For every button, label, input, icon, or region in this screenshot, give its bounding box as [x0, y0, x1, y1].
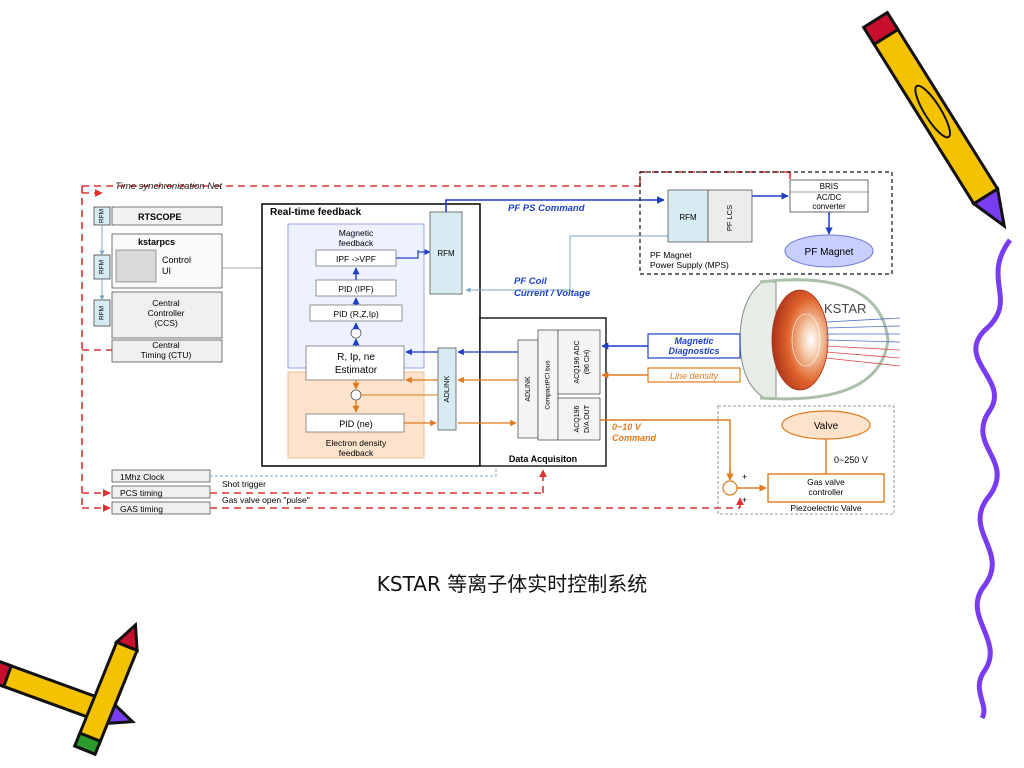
rfm-label: RFM	[99, 306, 106, 320]
data-acquisition-block: Data Acquisiton ADLINK CompactPCI bus AC…	[457, 317, 607, 467]
kstarpcs-label: kstarpcs	[138, 237, 175, 247]
mps-line: Power Supply (MPS)	[650, 260, 729, 270]
realtime-feedback-title: Real-time feedback	[270, 207, 362, 218]
adc-line: ACQ196 ADC	[574, 340, 581, 383]
kstar-label: KSTAR	[824, 301, 866, 316]
cmd-line: Command	[612, 433, 657, 443]
magdiag-line: Diagnostics	[668, 346, 719, 356]
data-acquisition-title: Data Acquisiton	[509, 454, 577, 464]
ccs-line: (CCS)	[154, 318, 178, 328]
pcs-timing-label: PCS timing	[120, 488, 163, 498]
pencil-icon	[72, 621, 140, 757]
pid-ipf-label: PID (IPF)	[338, 284, 374, 294]
pfcoil-line: PF Coil	[514, 276, 547, 287]
ctrlui-line: UI	[162, 266, 171, 276]
kstar-tokamak: KSTAR	[739, 278, 901, 401]
acdc-line: AC/DC	[817, 193, 842, 202]
gas-valve-pulse-label: Gas valve open "pulse"	[222, 495, 310, 505]
ipf-vpf-label: IPF ->VPF	[336, 254, 376, 264]
rfm-label: RFM	[437, 249, 455, 258]
gvc-line: controller	[809, 487, 844, 497]
voltage-label: 0~250 V	[834, 455, 868, 465]
magdiag-line: Magnetic	[674, 336, 713, 346]
time-sync-label: Time synchronization Net	[115, 181, 222, 192]
bris-label: BRIS	[820, 182, 839, 191]
magfb-line: Magnetic	[339, 228, 374, 238]
est-line: Estimator	[335, 365, 378, 376]
adlink-label: ADLINK	[442, 375, 451, 402]
edfb-line: Electron density	[326, 438, 387, 448]
est-line: R, Ip, ne	[337, 352, 375, 363]
plus-sign: +	[742, 495, 747, 505]
rfm-label: RFM	[679, 213, 697, 222]
compactpci-label: CompactPCI bus	[545, 360, 552, 410]
estimator-label: R, Ip, ne Estimator	[335, 352, 378, 376]
cmd-line: 0~10 V	[612, 422, 642, 432]
mps-line: PF Magnet	[650, 250, 692, 260]
time-sync-network	[81, 171, 791, 512]
adc-line: (96 CH)	[584, 350, 591, 375]
pfcoil-line: Current / Voltage	[514, 288, 591, 299]
pid-rzip-label: PID (R,Z,Ip)	[333, 309, 379, 319]
ctu-line: Timing (CTU)	[141, 350, 192, 360]
squiggle-decoration	[973, 238, 1013, 720]
pf-ps-command-label: PF PS Command	[508, 203, 585, 214]
shot-trigger-label: Shot trigger	[222, 479, 266, 489]
ctu-line: Central	[152, 340, 180, 350]
valve-label: Valve	[814, 421, 839, 432]
ccs-line: Controller	[148, 308, 185, 318]
pencil-icon	[861, 10, 1007, 230]
acdc-line: converter	[812, 202, 846, 211]
acq196-adc-label: ACQ196 ADC(96 CH)	[574, 340, 591, 383]
pid-ne-label: PID (ne)	[339, 419, 373, 429]
gvc-line: Gas valve	[807, 477, 845, 487]
rfm-label: RFM	[99, 260, 106, 274]
dac-line: ACQ196	[574, 405, 581, 432]
magfb-line: feedback	[339, 238, 374, 248]
pf-magnet-label: PF Magnet	[805, 247, 854, 258]
screen-thumbnail	[115, 249, 157, 283]
plus-sign: +	[742, 472, 747, 482]
rtscope-label: RTSCOPE	[138, 212, 182, 222]
edfb-line: feedback	[339, 448, 374, 458]
line-density-label: Line density	[670, 371, 719, 381]
clock-label: 1Mhz Clock	[120, 472, 165, 482]
gas-timing-label: GAS timing	[120, 504, 163, 514]
dac-line: D/A OUT	[584, 404, 591, 433]
ccs-line: Central	[152, 298, 180, 308]
piezoelectric-label: Piezoelectric Valve	[790, 503, 861, 513]
rfm-label: RFM	[99, 209, 106, 223]
adlink-label: ADLINK	[525, 376, 532, 402]
pf-lcs-label: PF LCS	[725, 205, 734, 231]
ctrlui-line: Control	[162, 255, 191, 265]
slide-caption: KSTAR 等离子体实时控制系统	[376, 572, 648, 596]
